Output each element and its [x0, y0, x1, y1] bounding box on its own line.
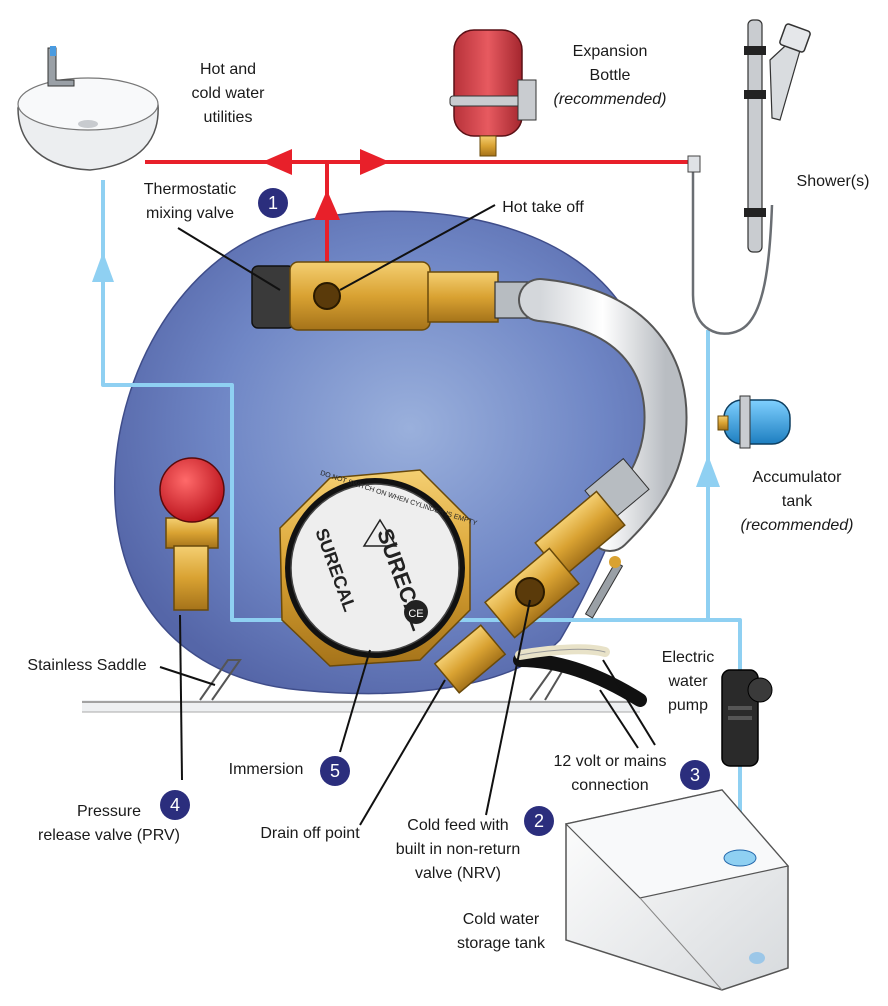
badge-5: 5 — [320, 756, 350, 786]
ce-mark: CE — [408, 608, 423, 620]
badge-2: 2 — [524, 806, 554, 836]
shower-connector — [687, 155, 701, 173]
badge-4: 4 — [160, 790, 190, 820]
hot-flow-arrows — [262, 149, 390, 220]
label-showers: Shower(s) — [796, 173, 870, 190]
pressure-release-valve — [159, 457, 225, 611]
label-drain-off-point: Drain off point — [260, 825, 360, 842]
leader-lines — [159, 204, 656, 826]
electric-water-pump — [721, 669, 773, 767]
water-heater-cylinder — [113, 210, 652, 695]
accumulator-tank — [717, 395, 791, 449]
electrical-cables — [513, 644, 647, 707]
hot-take-off-port — [313, 282, 341, 310]
cold-water-storage-tank — [564, 789, 790, 991]
immersion-heater: SURECAL SURECAL DO NOT SWITCH ON WHEN CY… — [279, 469, 478, 667]
expansion-bottle — [449, 29, 537, 157]
badge-1: 1 — [258, 188, 288, 218]
shower-hose — [691, 172, 774, 335]
thermostatic-mixing-valve — [251, 261, 546, 331]
floor — [82, 700, 640, 713]
cold-feed-assembly — [433, 457, 650, 694]
label-hot-take-off: Hot take off — [502, 199, 584, 216]
badge-3: 3 — [680, 760, 710, 790]
label-immersion: Immersion — [228, 761, 304, 778]
shower-rail — [744, 19, 811, 253]
label-stainless-saddle: Stainless Saddle — [27, 657, 147, 674]
sink — [17, 46, 159, 171]
